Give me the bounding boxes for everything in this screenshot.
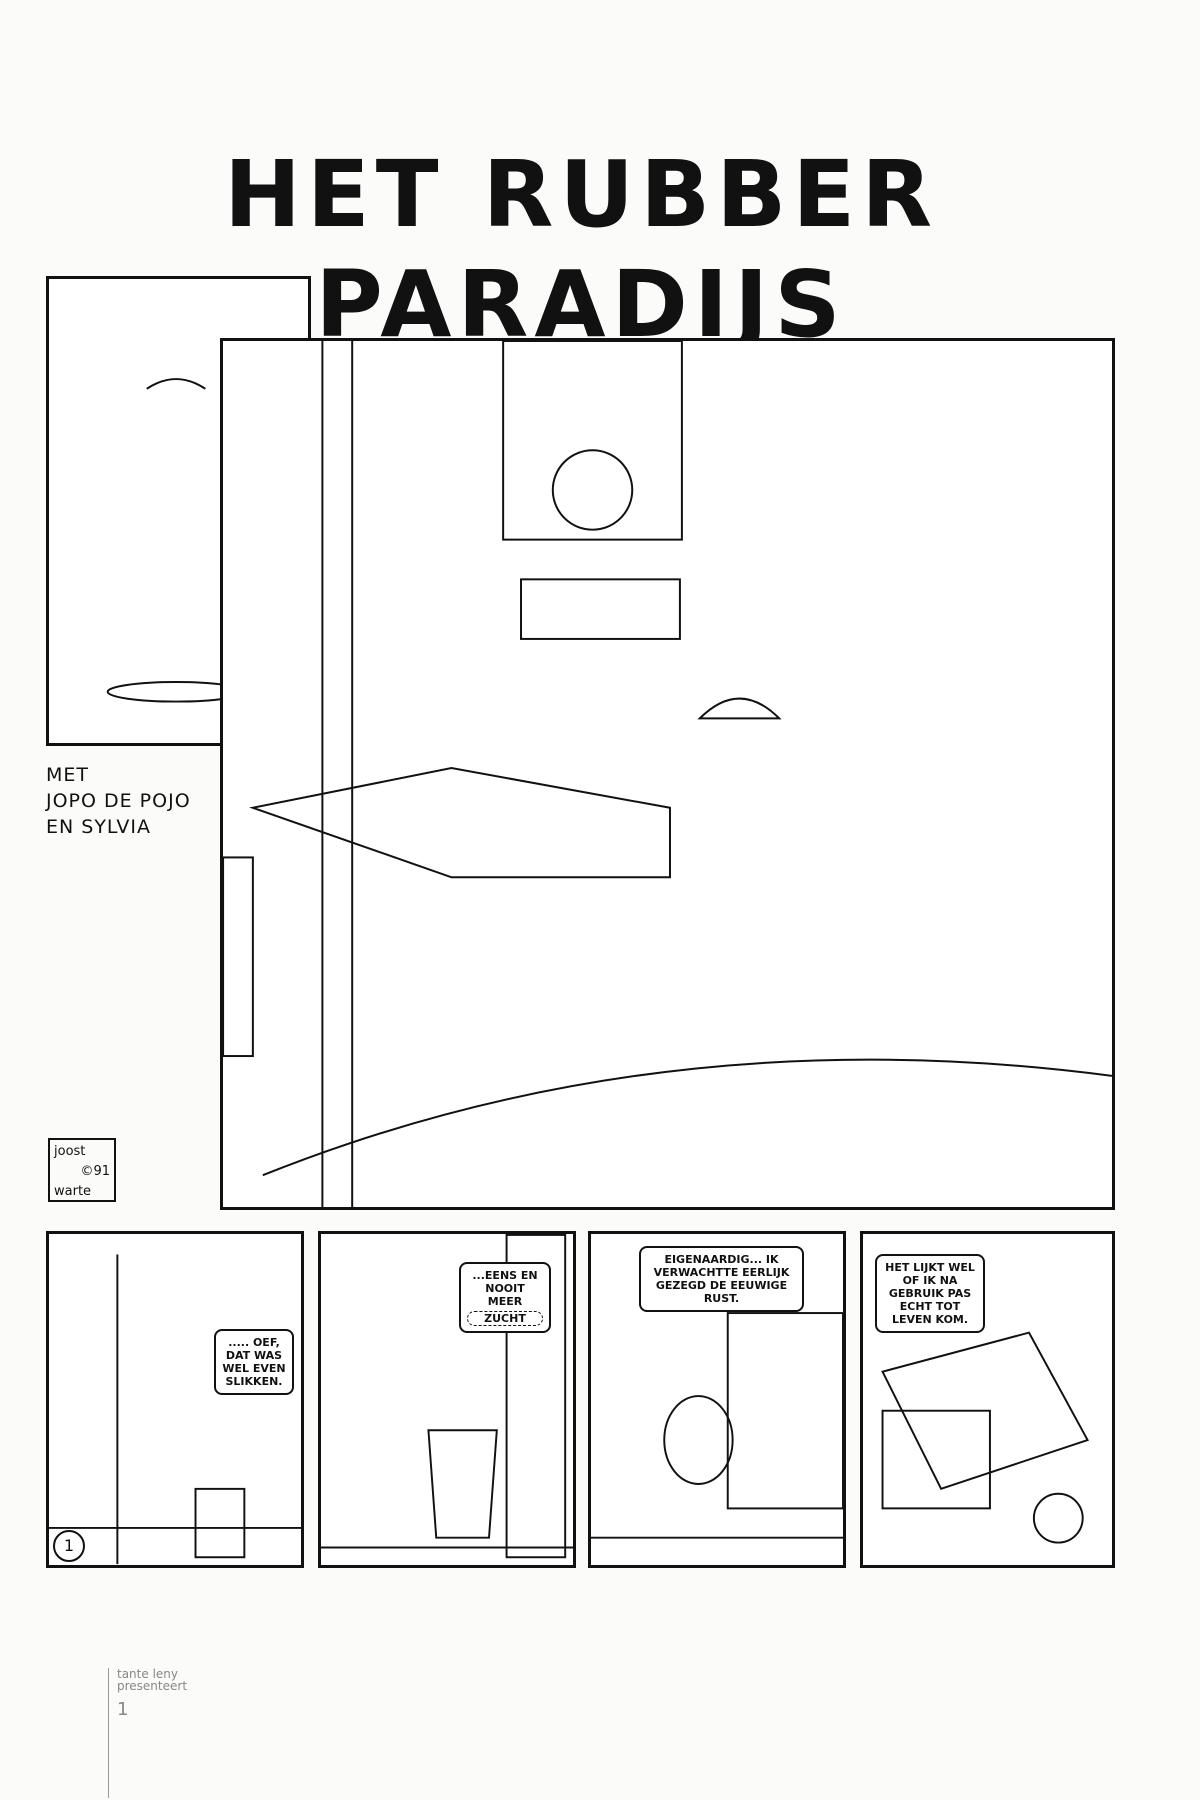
caption-line: MET [46, 764, 90, 786]
panel-number: 1 [53, 1530, 85, 1562]
speech-bubble: EIGENAARDIG... IK VERWACHTTE EERLIJK GEZ… [639, 1246, 804, 1312]
strip-panel-3: EIGENAARDIG... IK VERWACHTTE EERLIJK GEZ… [588, 1231, 846, 1568]
garbage-truck-art [881, 1331, 1090, 1544]
publisher-line: presenteert [117, 1679, 188, 1693]
speech-bubble: ..... OEF, DAT WAS WEL EVEN SLIKKEN. [214, 1329, 294, 1395]
caption-line: EN SYLVIA [46, 816, 152, 838]
bathroom-art [49, 1254, 301, 1565]
artist-signature: joost ©91 warte [48, 1138, 116, 1202]
signature-line: joost [54, 1144, 86, 1159]
speech-text: ...EENS EN NOOIT MEER [472, 1269, 538, 1308]
cast-caption: MET JOPO DE POJO EN SYLVIA [46, 762, 191, 840]
panel-bedroom [220, 338, 1115, 1210]
strip-panel-1: ..... OEF, DAT WAS WEL EVEN SLIKKEN. 1 [46, 1231, 304, 1568]
strip-panel-4: HET LIJKT WEL OF IK NA GEBRUIK PAS ECHT … [860, 1231, 1115, 1568]
publisher-line: tante leny [117, 1667, 178, 1681]
bedroom-art [223, 341, 1112, 1207]
sound-effect: ZUCHT [467, 1311, 543, 1326]
trash-bin [427, 1429, 498, 1539]
signature-line: warte [54, 1184, 92, 1199]
page-footer: tante leny presenteert 1 [108, 1668, 187, 1798]
poster [502, 341, 683, 541]
strip-panel-2: ...EENS EN NOOIT MEER ZUCHT [318, 1231, 576, 1568]
speech-bubble: HET LIJKT WEL OF IK NA GEBRUIK PAS ECHT … [875, 1254, 985, 1333]
signature-line: ©91 [80, 1164, 110, 1179]
speech-bubble: ...EENS EN NOOIT MEER ZUCHT [459, 1262, 551, 1333]
page-number: 1 [117, 1699, 129, 1720]
caption-line: JOPO DE POJO [46, 790, 191, 812]
street-art [591, 1312, 843, 1539]
comic-title: HET RUBBER PARADIJS [223, 141, 939, 358]
doorway-art [321, 1234, 573, 1559]
